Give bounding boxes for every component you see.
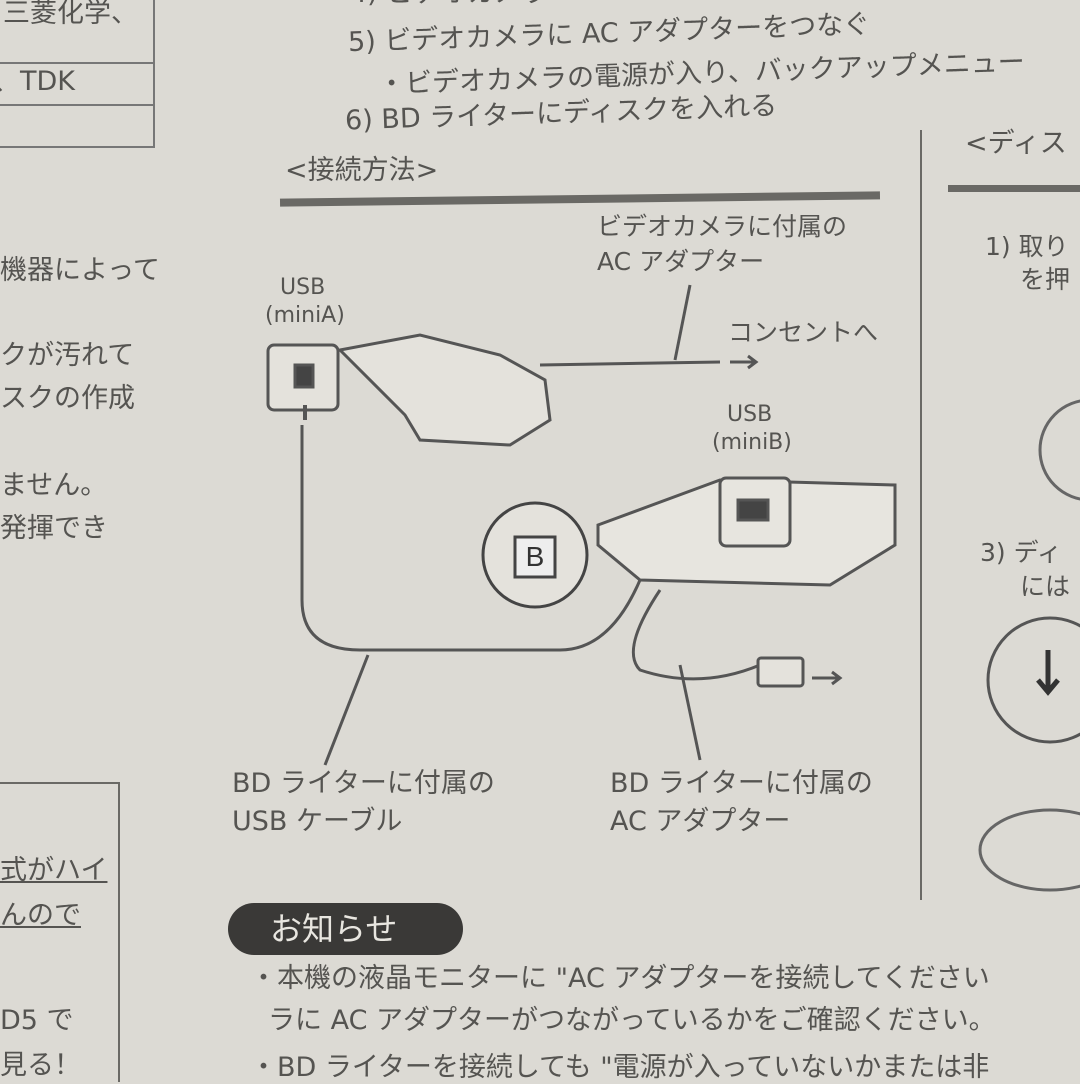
outlet-label: コンセントへ xyxy=(728,318,879,347)
usb-mini-b-label: (miniB) xyxy=(712,430,792,455)
divider xyxy=(0,782,120,784)
step-4: 4) ビデオカメラ xyxy=(350,0,548,10)
connector-mark: B xyxy=(526,541,545,572)
label-leader xyxy=(323,654,370,766)
bd-adapter-label: BD ライターに付属の xyxy=(610,768,873,799)
right-heading-rule xyxy=(948,185,1080,192)
left-text: 発揮でき xyxy=(0,513,108,544)
label-leader xyxy=(678,664,702,761)
video-camera xyxy=(266,333,552,447)
camera-adapter-label: ビデオカメラに付属の xyxy=(597,212,848,241)
usb-cable xyxy=(300,425,642,652)
usb-mini-a-label: (miniA) xyxy=(265,303,345,328)
bd-adapter-label: AC アダプター xyxy=(610,806,791,837)
ac-adapter-plug xyxy=(756,656,805,688)
left-text: D5 で xyxy=(0,1005,74,1036)
left-text: 式がハイ xyxy=(0,855,108,886)
notice-line: ラに AC アダプターがつながっているかをご確認ください。 xyxy=(268,1005,996,1036)
left-text: スクの作成 xyxy=(0,383,135,414)
connector-zoom xyxy=(481,501,589,609)
right-heading: <ディス xyxy=(965,128,1067,159)
divider xyxy=(118,782,120,1082)
right-step-1: を押 xyxy=(1020,265,1071,294)
usb-cable-label: USB ケーブル xyxy=(232,806,403,837)
table-text: 、TDK xyxy=(0,66,75,97)
label-leader xyxy=(673,284,692,361)
usb-mini-b-label: USB xyxy=(727,402,773,427)
camera-adapter-label: AC アダプター xyxy=(597,247,765,276)
table-text: 三菱化学、 xyxy=(3,0,138,29)
notice-line: ・本機の液晶モニターに "AC アダプターを接続してください xyxy=(250,963,990,994)
section-heading: <接続方法> xyxy=(285,155,439,186)
right-step-1: 1) 取り xyxy=(985,232,1069,261)
arrow-icon xyxy=(812,670,843,686)
camera-adapter-cable xyxy=(539,360,721,367)
left-text: クが汚れて xyxy=(0,340,135,371)
left-text: 見る！ xyxy=(0,1050,81,1081)
left-text: 機器によって xyxy=(0,255,160,286)
left-table-cell xyxy=(0,104,155,148)
notice-line: ・BD ライターを接続しても "電源が入っていないかまたは非 xyxy=(250,1052,990,1083)
right-step-3: には xyxy=(1020,572,1071,601)
bd-writer xyxy=(596,476,897,587)
usb-mini-a-label: USB xyxy=(280,275,326,300)
right-step-3: 3) ディ xyxy=(980,538,1062,567)
usb-cable-label: BD ライターに付属の xyxy=(232,768,495,799)
column-divider xyxy=(920,130,922,900)
left-text: ません。 xyxy=(0,470,108,501)
notice-badge: お知らせ xyxy=(228,903,463,955)
bd-adapter-cable xyxy=(631,589,761,681)
left-text: んので xyxy=(0,900,81,931)
arrow-icon xyxy=(730,354,759,370)
